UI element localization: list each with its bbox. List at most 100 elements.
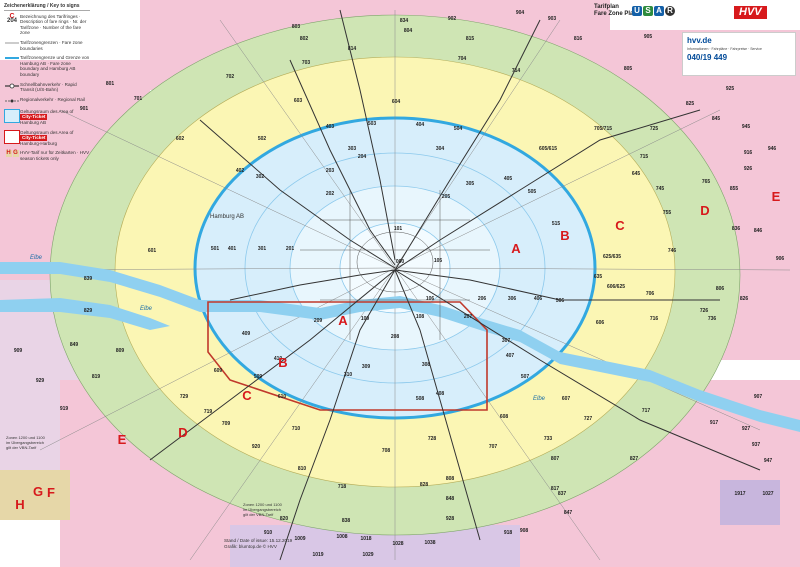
city-ticket-badge: City-Ticket (20, 135, 48, 141)
legend-text: Geltungsraum des Area of (20, 108, 74, 114)
zone-label: 105 (434, 258, 443, 264)
zone-label: 719 (204, 409, 213, 415)
zone-label: 704 (458, 56, 467, 62)
zone-label: 736 (708, 316, 717, 322)
zone-label: 410 (274, 356, 283, 362)
zone-label: 834 (400, 18, 409, 24)
legend-text: Bezeichnung des Tarifringes · Descriptio… (20, 13, 87, 36)
zone-label: 1018 (360, 536, 371, 542)
zone-label: 709 (222, 421, 231, 427)
zone-label: 407 (506, 353, 515, 359)
zone-label: 903 (548, 16, 557, 22)
zone-label: 820 (280, 516, 289, 522)
a-bahn-icon: A (654, 6, 664, 16)
g-zone-icon: G (12, 150, 19, 158)
zone-label: 714 (512, 68, 521, 74)
zone-label: 608 (500, 414, 509, 420)
zone-label: 902 (448, 16, 457, 22)
zone-label: 404 (416, 122, 425, 128)
zone-label: 208 (391, 334, 400, 340)
zone-label: 929 (36, 378, 45, 384)
zone-label: 205 (442, 194, 451, 200)
legend-item-rapid-transit: Schnellbahnverkehr · Rapid Transit (U/S-… (4, 82, 90, 93)
zone-label: 848 (446, 496, 455, 502)
zone-label: 409 (242, 331, 251, 337)
zone-label: 1028 (392, 541, 403, 547)
ring-letter: E (772, 189, 781, 204)
zone-label: 849 (70, 342, 79, 348)
zone-label: 109 (361, 316, 370, 322)
zone-label: 806 (716, 286, 725, 292)
zone-label: 727 (584, 416, 593, 422)
zone-label: 305 (466, 181, 475, 187)
zone-label: 815 (466, 36, 475, 42)
zone-label: 816 (574, 36, 583, 42)
zone-label: 839 (84, 276, 93, 282)
zone-label: 310 (344, 372, 353, 378)
zone-label: 718 (338, 484, 347, 490)
zone-label: 825 (686, 101, 695, 107)
zone-label: 827 (630, 456, 639, 462)
zone-label: 804 (404, 28, 413, 34)
legend-item-ab-boundary: Tarifzonengrenze und Grenze von Hamburg … (4, 55, 90, 77)
elbe-branch (0, 298, 170, 330)
zone-label: 828 (420, 482, 429, 488)
zone-label: 716 (650, 316, 659, 322)
zone-label: 000 (396, 259, 405, 265)
r-bahn-icon: R (665, 6, 675, 16)
zone-label: 817 (551, 486, 560, 492)
zone-label: 733 (544, 436, 553, 442)
elbe-label-3: Elbe (533, 396, 546, 402)
zone-label: 306 (508, 296, 517, 302)
legend-ring-symbol: C (9, 12, 15, 20)
phone-number: 040/19 449 (687, 53, 728, 62)
zone-label: 1027 (762, 491, 773, 497)
elbe-river (0, 262, 800, 432)
zone-label: 307 (502, 338, 511, 344)
zone-label: 918 (504, 530, 513, 536)
zone-label: 802 (300, 36, 309, 42)
zone-label: 917 (710, 420, 719, 426)
legend-item-regional-rail: Regionalverkehr · Regional Rail (4, 97, 90, 105)
zone-label: 717 (642, 408, 651, 414)
zone-label: 108 (416, 314, 425, 320)
zone-label: 505 (528, 189, 537, 195)
zone-label: 1019 (312, 552, 323, 558)
zone-label: 605/615 (539, 146, 557, 152)
zone-label: 601 (148, 248, 157, 254)
legend-title: Zeichenerklärung / Key to signs (4, 3, 90, 11)
zone-label: 502 (258, 136, 267, 142)
zone-label: 765 (702, 179, 711, 185)
zone-label: 1029 (362, 552, 373, 558)
zone-label: 904 (516, 10, 525, 16)
zone-label: 606/625 (607, 284, 625, 290)
issue-date: Stand / Date of issue: 15.12.2019 (224, 538, 293, 543)
zone-label: 725 (650, 126, 659, 132)
zone-label: 207 (464, 314, 473, 320)
s-bahn-icon: S (643, 6, 653, 16)
zone-label: 508 (416, 396, 425, 402)
zone-label: 304 (436, 146, 445, 152)
date-of-issue: Stand / Date of issue: 15.12.2019 Grafik… (224, 538, 292, 549)
zone-label: 503 (368, 121, 377, 127)
zone-label: 937 (752, 442, 761, 448)
zone-label: 805 (624, 66, 633, 72)
legend-item-zone-boundary: Tarifzonengrenzen · Fare zone boundaries (4, 40, 90, 51)
zone-label: 609 (214, 368, 223, 374)
zone-label: 803 (292, 24, 301, 30)
ring-letter: D (178, 425, 187, 440)
zone-label: 946 (768, 146, 777, 152)
legend-zone-symbol: 204 (6, 18, 17, 25)
zone-label: 920 (252, 444, 261, 450)
h-zone-icon: H (5, 150, 12, 158)
zone-label: 705/715 (594, 126, 612, 132)
zone-label: 910 (264, 530, 273, 536)
zone-label: 506 (556, 298, 565, 304)
zone-label: 847 (564, 510, 573, 516)
zone-label: 838 (342, 518, 351, 524)
website-link[interactable]: hvv.de (687, 36, 712, 45)
